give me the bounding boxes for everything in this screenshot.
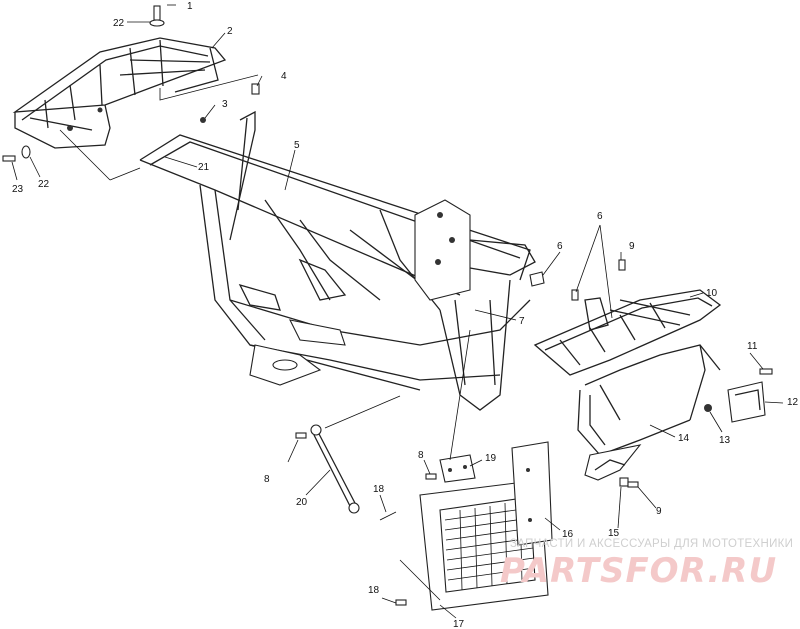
callout-19: 19 xyxy=(485,453,497,464)
side-panel xyxy=(511,441,553,546)
front-rack xyxy=(532,288,723,377)
callout-4: 4 xyxy=(281,71,287,82)
callout-2: 2 xyxy=(227,26,233,37)
callout-13: 13 xyxy=(719,435,731,446)
callout-18a: 18 xyxy=(373,484,385,495)
hardware xyxy=(2,5,773,606)
callout-3: 3 xyxy=(222,99,228,110)
callout-10: 10 xyxy=(706,288,718,299)
watermark: ЗАПЧАСТИ И АКСЕССУАРЫ ДЛЯ МОТОТЕХНИКИ PA… xyxy=(500,538,793,591)
callout-8b: 8 xyxy=(418,450,424,461)
front-bumper xyxy=(577,344,721,481)
bracket-19 xyxy=(439,454,476,483)
callout-9a: 9 xyxy=(629,241,635,252)
callout-17: 17 xyxy=(453,619,465,629)
callout-21: 21 xyxy=(198,162,210,173)
callout-16: 16 xyxy=(562,529,574,540)
callout-15: 15 xyxy=(608,528,620,539)
callout-12: 12 xyxy=(787,397,799,408)
watermark-tagline: ЗАПЧАСТИ И АКСЕССУАРЫ ДЛЯ МОТОТЕХНИКИ xyxy=(510,538,793,550)
callout-labels: 1 2 3 4 5 6 6 7 8 8 9 9 10 11 12 13 14 1… xyxy=(12,1,799,629)
callout-7: 7 xyxy=(519,316,525,327)
callout-20: 20 xyxy=(296,497,308,508)
callout-11: 11 xyxy=(747,341,758,352)
leader-lines xyxy=(11,4,784,619)
main-frame xyxy=(139,110,536,411)
watermark-logo: PARTSFOR.RU xyxy=(500,551,777,591)
headlight xyxy=(727,381,766,423)
rear-rack xyxy=(12,37,227,149)
callout-9b: 9 xyxy=(656,506,662,517)
callout-23: 23 xyxy=(12,184,24,195)
callout-14: 14 xyxy=(678,433,690,444)
callout-6a: 6 xyxy=(557,241,563,252)
callout-18b: 18 xyxy=(368,585,380,596)
callout-22b: 22 xyxy=(38,179,50,190)
callout-8a: 8 xyxy=(264,474,270,485)
callout-22a: 22 xyxy=(113,18,125,29)
callout-6b: 6 xyxy=(597,211,603,222)
callout-5: 5 xyxy=(294,140,300,151)
support-rod xyxy=(310,424,360,514)
grille-mesh xyxy=(444,499,535,591)
callout-1: 1 xyxy=(187,1,193,12)
